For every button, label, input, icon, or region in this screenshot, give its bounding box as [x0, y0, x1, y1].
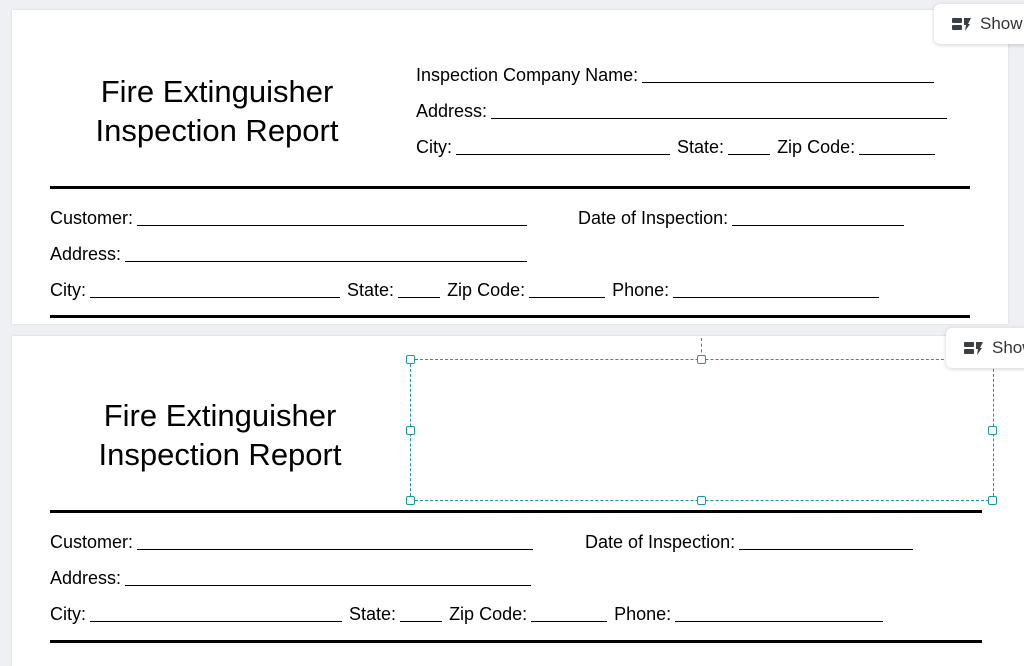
show-panel-button[interactable]: Show [946, 328, 1024, 368]
toggle-panel-icon [964, 342, 983, 355]
inspection-date-row[interactable]: Date of Inspection: [585, 531, 915, 553]
company-name-field[interactable] [642, 64, 935, 83]
customer-state-label: State: [347, 280, 395, 300]
show-panel-button[interactable]: Show [934, 4, 1024, 44]
inspection-date-field[interactable] [732, 207, 905, 226]
customer-address-row[interactable]: Address: [50, 567, 533, 589]
report-title[interactable]: Fire Extinguisher Inspection Report [52, 396, 388, 474]
customer-state-field[interactable] [400, 603, 443, 622]
customer-zip-field[interactable] [531, 603, 608, 622]
resize-handle-top-left[interactable] [406, 355, 415, 364]
customer-city-row[interactable]: City: State: Zip Code: Phone: [50, 603, 885, 625]
company-name-row[interactable]: Inspection Company Name: [416, 64, 936, 86]
resize-handle-bottom-center[interactable] [697, 496, 706, 505]
customer-zip-label: Zip Code: [447, 280, 526, 300]
customer-phone-label: Phone: [612, 280, 670, 300]
report-title[interactable]: Fire Extinguisher Inspection Report [52, 72, 382, 150]
header-divider [50, 186, 970, 189]
customer-address-label: Address: [50, 244, 122, 264]
customer-city-field[interactable] [90, 279, 340, 298]
customer-label: Customer: [50, 208, 134, 228]
inspection-date-label: Date of Inspection: [585, 532, 736, 552]
resize-handle-bottom-right[interactable] [988, 496, 997, 505]
title-line-1: Fire Extinguisher [103, 398, 337, 433]
page-2[interactable]: Fire Extinguisher Inspection Report Cust… [12, 336, 1024, 666]
resize-handle-middle-left[interactable] [406, 426, 415, 435]
customer-state-label: State: [349, 604, 397, 624]
customer-zip-field[interactable] [529, 279, 606, 298]
company-address-label: Address: [416, 101, 488, 121]
company-city-label: City: [416, 137, 452, 157]
show-button-label: Show [992, 338, 1024, 357]
customer-field[interactable] [137, 207, 528, 226]
page-1[interactable]: Fire Extinguisher Inspection Report Insp… [12, 10, 1008, 324]
customer-city-row[interactable]: City: State: Zip Code: Phone: [50, 279, 881, 301]
company-state-label: State: [677, 137, 725, 157]
resize-handle-top-center[interactable] [697, 355, 706, 364]
customer-phone-label: Phone: [614, 604, 672, 624]
selected-element-box[interactable] [410, 359, 994, 501]
title-line-2: Inspection Report [98, 437, 342, 472]
customer-divider [50, 315, 970, 318]
company-zip-label: Zip Code: [777, 137, 856, 157]
customer-row[interactable]: Customer: [50, 531, 535, 553]
resize-handle-middle-right[interactable] [988, 426, 997, 435]
customer-address-field[interactable] [125, 243, 528, 262]
company-name-label: Inspection Company Name: [416, 65, 639, 85]
company-city-field[interactable] [456, 136, 670, 155]
customer-address-field[interactable] [125, 567, 532, 586]
company-city-row[interactable]: City: State: Zip Code: [416, 136, 937, 158]
customer-label: Customer: [50, 532, 134, 552]
rotation-handle-stem [701, 338, 702, 358]
customer-divider [50, 640, 982, 643]
customer-row[interactable]: Customer: [50, 207, 529, 229]
customer-field[interactable] [137, 531, 534, 550]
customer-city-label: City: [50, 280, 86, 300]
toggle-panel-icon [952, 18, 971, 31]
customer-city-label: City: [50, 604, 86, 624]
title-line-1: Fire Extinguisher [100, 74, 334, 109]
customer-state-field[interactable] [398, 279, 441, 298]
customer-zip-label: Zip Code: [449, 604, 528, 624]
company-state-field[interactable] [728, 136, 771, 155]
customer-phone-field[interactable] [673, 279, 880, 298]
resize-handle-bottom-left[interactable] [406, 496, 415, 505]
inspection-date-row[interactable]: Date of Inspection: [578, 207, 906, 229]
company-address-field[interactable] [491, 100, 948, 119]
company-zip-field[interactable] [859, 136, 936, 155]
header-divider [50, 510, 982, 513]
customer-city-field[interactable] [90, 603, 342, 622]
title-line-2: Inspection Report [95, 113, 339, 148]
company-address-row[interactable]: Address: [416, 100, 949, 122]
show-button-label: Show [980, 14, 1023, 33]
customer-address-label: Address: [50, 568, 122, 588]
inspection-date-label: Date of Inspection: [578, 208, 729, 228]
customer-address-row[interactable]: Address: [50, 243, 529, 265]
customer-phone-field[interactable] [675, 603, 884, 622]
inspection-date-field[interactable] [739, 531, 914, 550]
